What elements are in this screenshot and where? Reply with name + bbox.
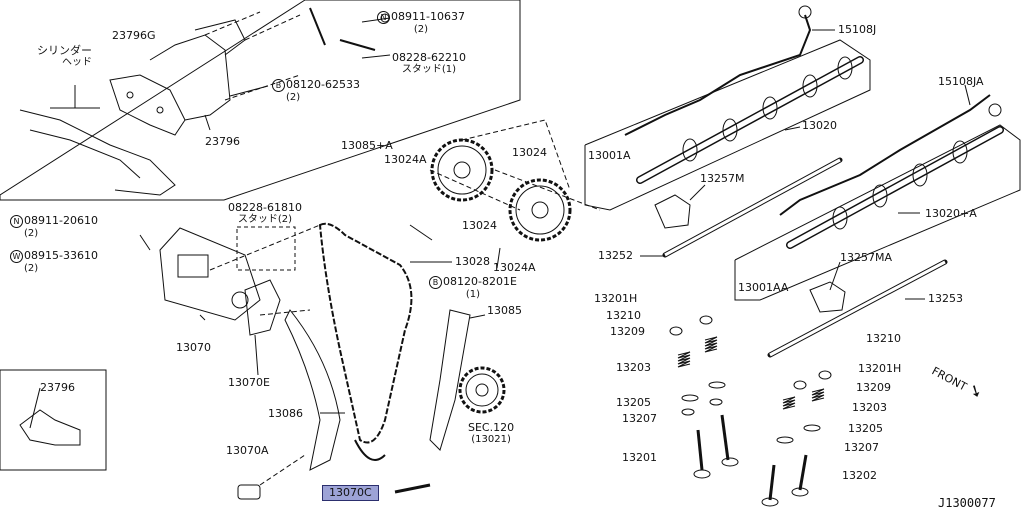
- cylinder-head-outline: [19, 109, 176, 196]
- label-13257ma[interactable]: 13257MA: [840, 251, 893, 264]
- sprocket-13024-top: [430, 138, 494, 202]
- label-13207-left[interactable]: 13207: [622, 412, 657, 425]
- label-13207-right[interactable]: 13207: [844, 441, 879, 454]
- label-13001aa[interactable]: 13001AA: [738, 281, 789, 294]
- valve-spring-13203-right: [782, 388, 825, 410]
- label-15108ja[interactable]: 15108JA: [938, 75, 984, 88]
- b-circle-icon: B: [429, 276, 442, 289]
- rocker-arm-13257ma: [809, 281, 846, 313]
- label-13257m[interactable]: 13257M: [700, 172, 745, 185]
- label-13252[interactable]: 13252: [598, 249, 633, 262]
- camshaft-13020a: [786, 126, 1004, 249]
- plug-13070a: [237, 484, 261, 500]
- chain-guide-13085: [429, 309, 471, 451]
- label-13203-right[interactable]: 13203: [852, 401, 887, 414]
- oil-pipe-15108ja: [779, 94, 991, 216]
- leader-lines: [29, 17, 971, 429]
- exhaust-valve-13202: [761, 454, 809, 507]
- label-13203-left[interactable]: 13203: [616, 361, 651, 374]
- label-13210-left[interactable]: 13210: [606, 309, 641, 322]
- label-13209-left[interactable]: 13209: [610, 325, 645, 338]
- label-13024-top[interactable]: 13024: [512, 146, 547, 159]
- n-circle-icon: N: [10, 215, 23, 228]
- label-13202[interactable]: 13202: [842, 469, 877, 482]
- solenoid-23796: [19, 409, 81, 446]
- label-23796-top[interactable]: 23796: [205, 135, 240, 148]
- label-13001a[interactable]: 13001A: [588, 149, 631, 162]
- label-cylinder-head: シリンダーヘッド: [37, 44, 92, 69]
- crank-sprocket: [458, 366, 506, 414]
- camshaft-13020: [636, 56, 864, 184]
- solenoid-inset-box: [0, 369, 107, 471]
- w-circle-icon: W: [10, 250, 23, 263]
- label-23796g[interactable]: 23796G: [112, 29, 156, 42]
- timing-chain-13028: [318, 222, 413, 444]
- sprocket-13024-mid: [508, 178, 572, 242]
- rocker-arm-13257m: [654, 194, 691, 229]
- oil-pipe-15108j: [624, 14, 812, 136]
- chain-guide-13086: [284, 309, 341, 471]
- label-13024a-top[interactable]: 13024A: [384, 153, 427, 166]
- label-13085a[interactable]: 13085+A: [341, 139, 393, 152]
- label-13020[interactable]: 13020: [802, 119, 837, 132]
- label-13028[interactable]: 13028: [455, 255, 490, 268]
- label-13205-right[interactable]: 13205: [848, 422, 883, 435]
- label-13070a[interactable]: 13070A: [226, 444, 269, 457]
- label-13070c-highlighted[interactable]: 13070C: [322, 485, 379, 501]
- label-13024-mid[interactable]: 13024: [462, 219, 497, 232]
- n-circle-icon: N: [377, 11, 390, 24]
- gasket-13070e: [244, 279, 281, 336]
- chain-tensioner-13070: [159, 227, 261, 321]
- label-13201h-right[interactable]: 13201H: [858, 362, 902, 375]
- label-13205-left[interactable]: 13205: [616, 396, 651, 409]
- intake-valve-13201: [693, 414, 739, 479]
- label-13201[interactable]: 13201: [622, 451, 657, 464]
- label-13253[interactable]: 13253: [928, 292, 963, 305]
- label-15108j[interactable]: 15108J: [838, 23, 877, 36]
- b-circle-icon: B: [272, 79, 285, 92]
- bracket-23796g: [109, 74, 186, 136]
- valve-spring-13203-left: [677, 336, 718, 368]
- diagram-code: J1300077: [938, 496, 996, 510]
- label-sec120[interactable]: SEC.120(13021): [468, 421, 515, 446]
- label-13085[interactable]: 13085: [487, 304, 522, 317]
- label-13201h-left[interactable]: 13201H: [594, 292, 638, 305]
- label-13086[interactable]: 13086: [268, 407, 303, 420]
- label-13070[interactable]: 13070: [176, 341, 211, 354]
- label-13209-right[interactable]: 13209: [856, 381, 891, 394]
- label-13020a[interactable]: 13020+A: [925, 207, 977, 220]
- label-13024a-bot[interactable]: 13024A: [493, 261, 536, 274]
- label-23796-box[interactable]: 23796: [40, 381, 75, 394]
- cylinder-head-inset-frame: [0, 0, 521, 201]
- label-13070e[interactable]: 13070E: [228, 376, 270, 389]
- label-13210-right[interactable]: 13210: [866, 332, 901, 345]
